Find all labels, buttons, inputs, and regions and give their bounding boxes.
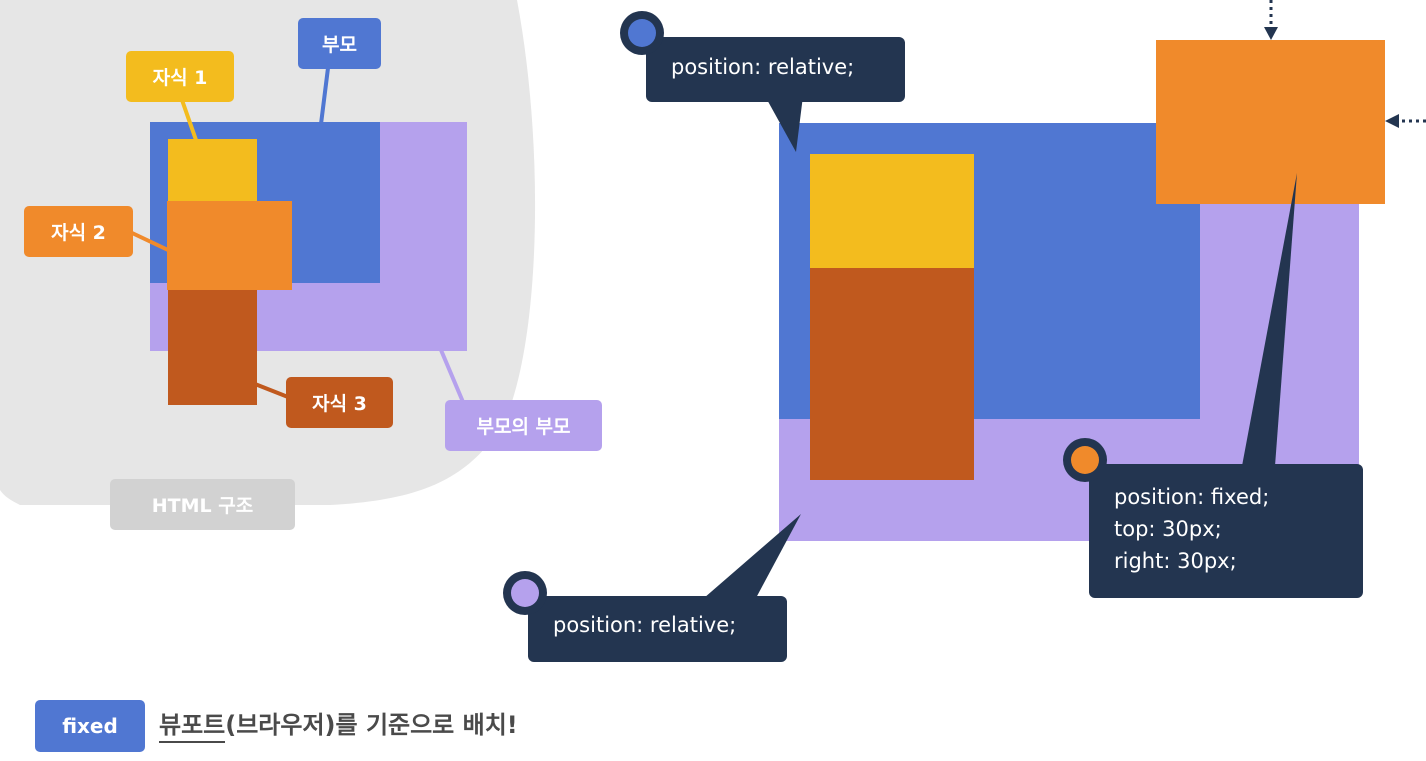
structure-caption: HTML 구조 — [110, 479, 295, 530]
label-child1-text: 자식 1 — [152, 67, 208, 89]
right-arrow-icon — [1385, 114, 1399, 128]
callout-fixed: position: fixed; top: 30px; right: 30px; — [1089, 464, 1363, 598]
callout-fixed-line-3: right: 30px; — [1114, 549, 1237, 573]
footer-rest-text: (브라우저)를 기준으로 배치! — [225, 711, 518, 739]
child2-box — [167, 201, 292, 290]
grandparent-marker-dot — [503, 571, 547, 615]
render-child3-box — [810, 268, 974, 480]
label-child1: 자식 1 — [126, 51, 234, 102]
label-child3-text: 자식 3 — [312, 393, 367, 415]
label-grandparent-text: 부모의 부모 — [476, 416, 571, 438]
callout-fixed-line-2: top: 30px; — [1114, 517, 1222, 541]
label-child2: 자식 2 — [24, 206, 133, 257]
label-parent-text: 부모 — [322, 34, 357, 56]
label-child2-text: 자식 2 — [51, 222, 106, 244]
fixed-badge: fixed — [35, 700, 145, 752]
child1-box — [168, 139, 257, 202]
fixed-badge-text: fixed — [62, 714, 118, 738]
footer-viewport-word: 뷰포트 — [159, 711, 226, 743]
structure-caption-text: HTML 구조 — [151, 495, 254, 517]
render-fixed-child2-box — [1156, 40, 1385, 204]
label-grandparent: 부모의 부모 — [445, 400, 602, 451]
render-child1-box — [810, 154, 974, 269]
callout-parent-relative: position: relative; — [646, 37, 905, 102]
callout-grandparent-relative: position: relative; — [528, 596, 787, 662]
top-arrow-icon — [1264, 27, 1278, 40]
child3-box — [168, 289, 257, 405]
parent-marker-dot — [620, 11, 664, 55]
callout-fixed-line-1: position: fixed; — [1114, 485, 1270, 509]
callout-grandparent-text: position: relative; — [553, 613, 737, 637]
callout-parent-text: position: relative; — [671, 55, 855, 79]
footer-description: 뷰포트(브라우저)를 기준으로 배치! — [159, 707, 518, 747]
label-child3: 자식 3 — [286, 377, 393, 428]
fixed-marker-dot — [1063, 438, 1107, 482]
label-parent: 부모 — [298, 18, 381, 69]
